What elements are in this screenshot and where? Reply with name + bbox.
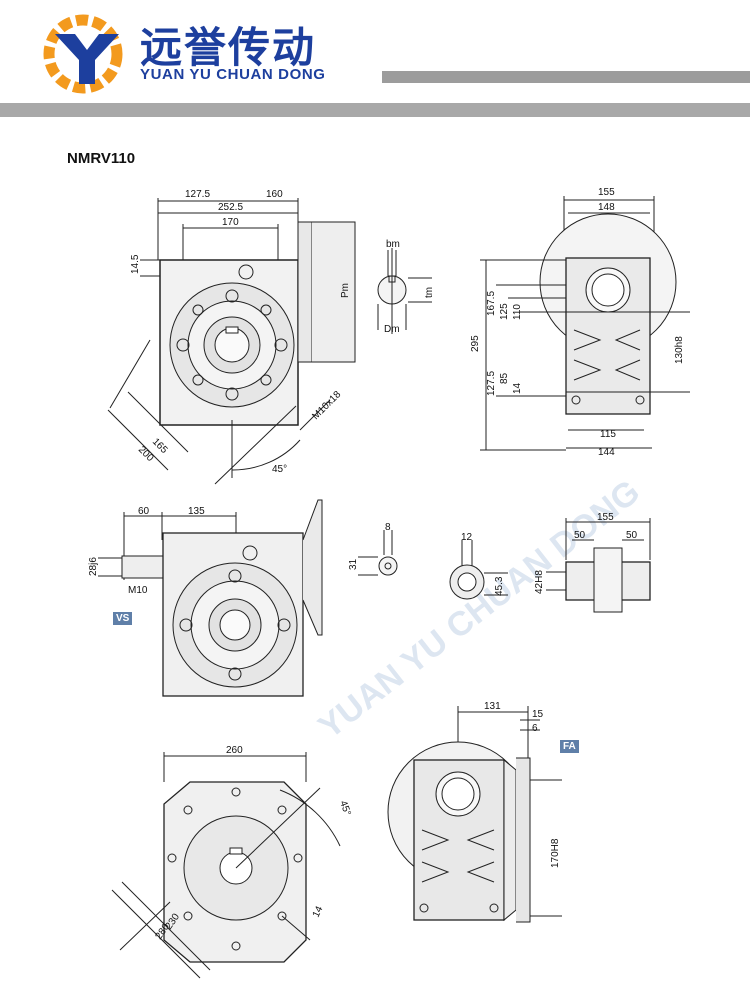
fa-dim-3: 6 [532,723,538,734]
output-dim-4: 42H8 [534,570,545,594]
side-view [480,196,690,451]
side-dim-9: 14 [512,382,523,394]
front-dim-9: 200 [136,444,156,464]
front-dim-10: 45° [272,464,287,475]
front-dim-4: 170 [222,217,239,228]
side-dim-10: 130h8 [674,336,685,364]
output-dim-3: 50 [626,530,638,541]
front-view [107,198,356,485]
header-rule-long [0,103,750,117]
shaft-key-tm: tm [424,287,435,298]
brand-name-en: YUAN YU CHUAN DONG [140,66,326,83]
header-rule-short [382,71,750,83]
fa-dim-1: 131 [484,701,501,712]
front-dim-3: 252.5 [218,202,243,213]
side-dim-12: 144 [598,447,615,458]
hollow-key-12: 12 [461,532,473,543]
technical-drawing: YUAN YU CHUAN DONG 127.5 160 252.5 170 1… [88,187,690,979]
vs-view [98,499,323,697]
model-title: NMRV110 [67,150,136,167]
side-dim-4: 167.5 [486,291,497,316]
vs-dim-2: 135 [188,506,205,517]
vs-dim-3: 28j6 [88,557,99,576]
output-dim-2: 50 [574,530,586,541]
output-dim-1: 155 [597,512,614,523]
flange-dim-5: 14 [311,904,326,919]
side-dim-1: 155 [598,187,615,198]
vs-dim-1: 60 [138,506,150,517]
fa-dim-4: 170H8 [550,838,561,868]
hollow-key-view [449,540,508,600]
side-dim-3: 295 [470,335,481,352]
front-dim-5: 14.5 [130,254,141,274]
side-dim-7: 127.5 [486,371,497,396]
shaft-key-view [377,248,432,334]
side-dim-5: 125 [499,303,510,320]
gear-logo-icon [43,14,123,94]
output-shaft-view [546,518,651,613]
shaft-key-dm: Dm [384,324,400,335]
front-dim-1: 127.5 [185,189,210,200]
flange-dim-1: 260 [226,745,243,756]
hollow-key-45: 45.3 [494,576,505,596]
header: 远誉传动 YUAN YU CHUAN DONG [0,0,750,120]
fa-dim-2: 15 [532,709,544,720]
front-dim-7: M10x18 [310,389,343,422]
brand-name-cn: 远誉传动 [140,23,317,72]
side-dim-2: 148 [598,202,615,213]
front-dim-2: 160 [266,189,283,200]
flange-dim-2: 45° [337,799,353,817]
side-dim-6: 110 [512,304,523,320]
shaft-key-bm: bm [386,239,400,250]
side-dim-11: 115 [600,429,616,440]
worm-key-31: 31 [348,558,359,570]
vs-label-badge: VS [113,612,133,625]
flange-view [111,752,341,979]
fa-view [387,706,562,923]
side-dim-8: 85 [499,372,510,384]
fa-label-badge: FA [560,740,579,753]
worm-key-view [358,530,398,576]
worm-key-8: 8 [385,522,391,533]
vs-dim-4: M10 [128,585,148,596]
front-dim-6: Pm [340,283,351,298]
